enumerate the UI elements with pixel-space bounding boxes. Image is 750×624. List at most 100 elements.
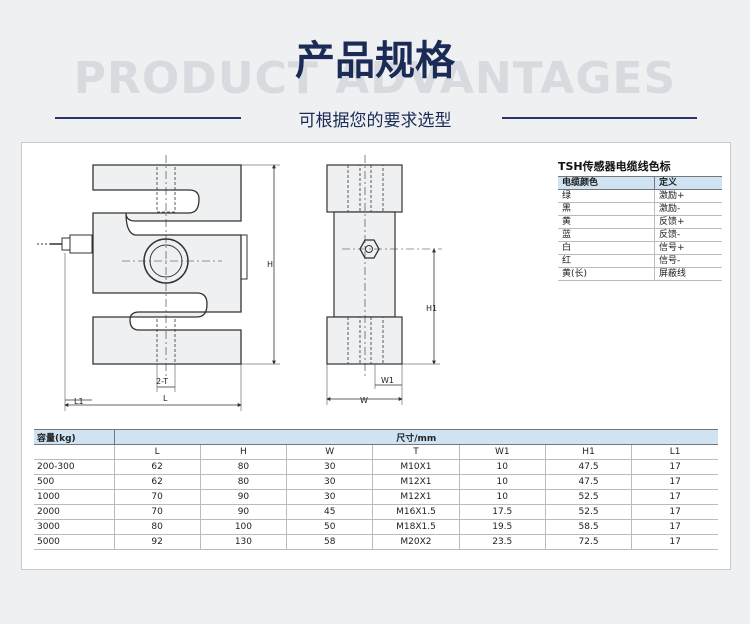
dim-label-L1: L1 <box>74 397 84 406</box>
table-row: 绿 激励+ <box>558 190 722 203</box>
table-cell: 17 <box>631 459 718 475</box>
wire-definition: 信号- <box>654 255 722 267</box>
wire-color: 黄 <box>562 217 572 227</box>
table-cell: M12X1 <box>372 474 460 490</box>
column-header: L <box>113 444 201 460</box>
table-row: 黄(长) 屏蔽线 <box>558 268 722 281</box>
right-divider <box>502 117 697 119</box>
wire-color: 白 <box>562 243 572 253</box>
wire-color: 蓝 <box>562 230 572 240</box>
table-row: 2000 70 90 45 M16X1.5 17.5 52.5 17 <box>34 504 718 520</box>
table-cell: 130 <box>199 534 287 550</box>
table-cell: 30 <box>286 489 373 505</box>
header-definition: 定义 <box>654 177 722 189</box>
wire-definition: 信号+ <box>654 242 722 254</box>
dim-label-W: W <box>360 396 368 405</box>
table-row: 3000 80 100 50 M18X1.5 19.5 58.5 17 <box>34 519 718 535</box>
table-cell: 52.5 <box>544 489 632 505</box>
wire-definition: 反馈- <box>654 229 722 241</box>
wire-definition: 反馈+ <box>654 216 722 228</box>
page-subtitle: 可根据您的要求选型 <box>298 111 452 131</box>
wire-color: 黄(长) <box>562 269 588 279</box>
table-cell: 17.5 <box>458 504 546 520</box>
table-row: 蓝 反馈- <box>558 229 722 242</box>
table-cell: 10 <box>458 474 546 490</box>
table-cell: 70 <box>113 504 201 520</box>
table-cell: 10 <box>458 459 546 475</box>
table-cell: 58.5 <box>544 519 632 535</box>
table-cell: 30 <box>286 474 373 490</box>
cable-color-table-title: TSH传感器电缆线色标 <box>558 160 671 173</box>
table-row: 红 信号- <box>558 255 722 268</box>
table-cell: 92 <box>113 534 201 550</box>
wire-color: 黑 <box>562 204 572 214</box>
dim-label-H1: H1 <box>426 304 437 313</box>
background-watermark-text: PRODUCT ADVANTAGES <box>73 53 677 104</box>
table-row: 白 信号+ <box>558 242 722 255</box>
table-cell: 30 <box>286 459 373 475</box>
left-divider <box>55 117 241 119</box>
table-cell: 17 <box>631 489 718 505</box>
column-header: T <box>372 444 460 460</box>
table-cell: 10 <box>458 489 546 505</box>
table-cell: 62 <box>113 474 201 490</box>
table-cell: 17 <box>631 504 718 520</box>
page-title: 产品规格 <box>295 38 455 84</box>
table-cell: 19.5 <box>458 519 546 535</box>
table-cell: M10X1 <box>372 459 460 475</box>
dimensions-header: 尺寸/mm <box>113 429 718 445</box>
table-cell: 17 <box>631 474 718 490</box>
capacity-cell: 200-300 <box>34 459 114 475</box>
table-cell: 80 <box>199 474 287 490</box>
spec-table-header: 容量(kg) 尺寸/mm <box>34 429 718 445</box>
table-cell: 50 <box>286 519 373 535</box>
column-header: H <box>199 444 287 460</box>
capacity-cell: 2000 <box>34 504 114 520</box>
dim-label-L: L <box>163 394 168 403</box>
header-cable-color: 电缆颜色 <box>562 178 599 188</box>
table-cell: M18X1.5 <box>372 519 460 535</box>
table-cell: 47.5 <box>544 459 632 475</box>
table-cell: 80 <box>199 459 287 475</box>
cable-color-table: TSH传感器电缆线色标 电缆颜色 定义 绿激励+ 黑激励- 黄反馈+ 蓝反馈- … <box>558 158 722 281</box>
table-row: 5000 92 130 58 M20X2 23.5 72.5 17 <box>34 534 718 550</box>
table-cell: 72.5 <box>544 534 632 550</box>
side-view <box>326 155 442 405</box>
table-cell: M16X1.5 <box>372 504 460 520</box>
spec-column-header-row: L H W T W1 H1 L1 <box>34 444 718 460</box>
front-view <box>37 155 280 411</box>
wire-definition: 激励+ <box>654 190 722 202</box>
wire-definition: 屏蔽线 <box>654 268 722 280</box>
wire-definition: 激励- <box>654 203 722 215</box>
table-cell: 52.5 <box>544 504 632 520</box>
wire-color: 红 <box>562 256 572 266</box>
table-cell: 58 <box>286 534 373 550</box>
column-header: H1 <box>544 444 632 460</box>
table-cell: 90 <box>199 504 287 520</box>
dim-label-H: H <box>267 260 273 269</box>
cable-color-table-header: 电缆颜色 定义 <box>558 176 722 190</box>
table-cell: 100 <box>199 519 287 535</box>
table-cell: 17 <box>631 534 718 550</box>
technical-drawing: H H1 L L1 W W1 2-T <box>37 155 442 411</box>
dim-label-T: 2-T <box>156 377 168 386</box>
dimension-spec-table: 容量(kg) 尺寸/mm L H W T W1 H1 L1 200-300 62… <box>34 429 718 550</box>
column-header: L1 <box>631 444 718 460</box>
capacity-cell: 3000 <box>34 519 114 535</box>
table-cell: 62 <box>113 459 201 475</box>
capacity-cell: 1000 <box>34 489 114 505</box>
wire-color: 绿 <box>562 191 572 201</box>
table-cell: M20X2 <box>372 534 460 550</box>
table-cell: 80 <box>113 519 201 535</box>
table-row: 1000 70 90 30 M12X1 10 52.5 17 <box>34 489 718 505</box>
capacity-cell: 500 <box>34 474 114 490</box>
capacity-cell: 5000 <box>34 534 114 550</box>
table-cell: 70 <box>113 489 201 505</box>
table-cell: 17 <box>631 519 718 535</box>
table-row: 500 62 80 30 M12X1 10 47.5 17 <box>34 474 718 490</box>
table-cell: 47.5 <box>544 474 632 490</box>
dim-label-W1: W1 <box>381 376 394 385</box>
column-header: W1 <box>458 444 546 460</box>
table-cell: 90 <box>199 489 287 505</box>
column-header: W <box>286 444 373 460</box>
